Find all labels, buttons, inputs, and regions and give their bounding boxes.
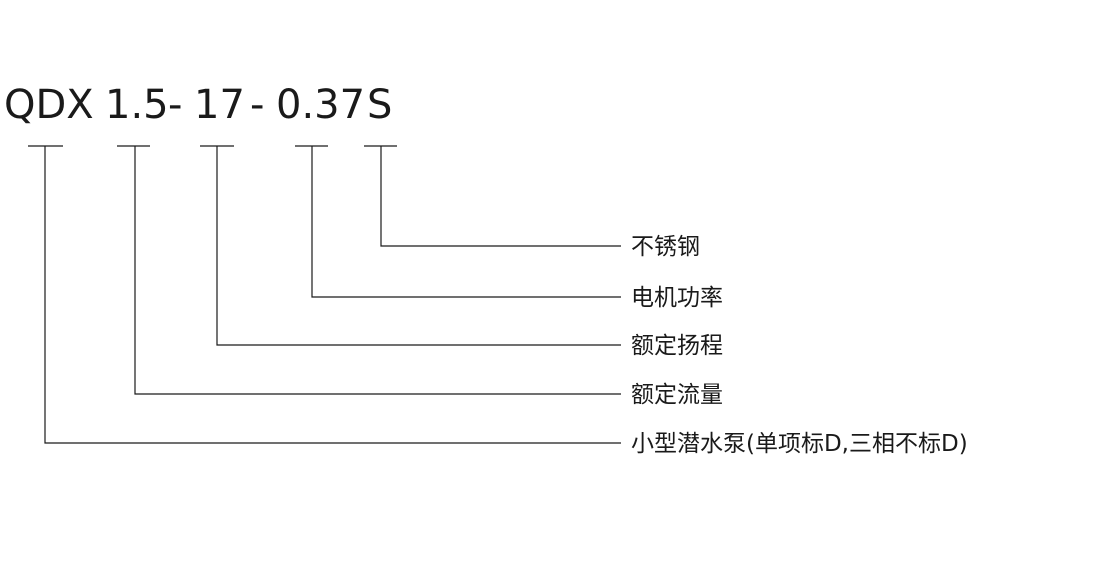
leader-line-material <box>380 146 621 247</box>
label-material: 不锈钢 <box>631 234 700 260</box>
descriptions: 不锈钢 电机功率 额定扬程 额定流量 小型潜水泵(单项标D,三相不标D) <box>631 234 968 457</box>
label-pump-type: 小型潜水泵(单项标D,三相不标D) <box>631 431 968 457</box>
code-separator-2: - <box>250 82 264 128</box>
leader-line-head <box>216 146 621 346</box>
leader-line-series <box>44 146 621 444</box>
code-segment-power: 0.37 <box>276 82 365 128</box>
code-separator-1: - <box>168 82 182 128</box>
code-segment-series: QDX <box>4 82 94 128</box>
label-rated-head: 额定扬程 <box>631 333 723 359</box>
label-rated-flow: 额定流量 <box>631 382 723 408</box>
leader-line-flow <box>134 146 621 395</box>
leader-lines <box>44 146 621 444</box>
code-segment-head: 17 <box>194 82 245 128</box>
code-segment-flow: 1.5 <box>105 82 169 128</box>
leader-line-power <box>311 146 621 298</box>
model-code: QDX 1.5 - 17 - 0.37 S <box>4 82 392 128</box>
label-motor-power: 电机功率 <box>631 285 723 311</box>
code-segment-material: S <box>367 82 392 128</box>
